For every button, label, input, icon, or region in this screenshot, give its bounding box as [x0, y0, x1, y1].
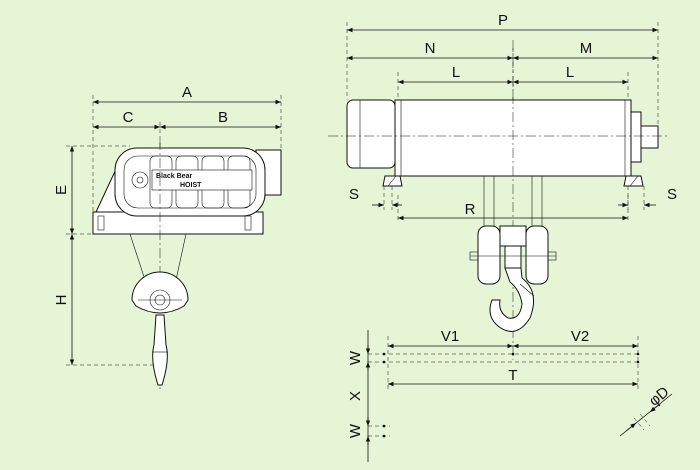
dim-label-l-left: L	[452, 64, 460, 81]
dim-label-v1: V1	[441, 328, 459, 345]
dim-label-c: C	[123, 109, 134, 126]
dim-label-x: X	[347, 391, 364, 401]
dim-label-s-right: S	[667, 186, 677, 203]
hook-block-side	[131, 271, 189, 314]
dim-label-l-right: L	[566, 64, 574, 81]
hook-block-center	[499, 225, 527, 247]
gearbox	[630, 111, 642, 163]
hook-side	[152, 314, 168, 386]
dim-label-t: T	[508, 367, 517, 384]
dim-label-w-bottom: W	[347, 423, 364, 438]
hook-front	[489, 267, 535, 332]
dim-label-e: E	[53, 185, 70, 195]
rail-detail: V1 V2 T W X W φD	[347, 328, 673, 462]
sheave-right	[525, 225, 549, 285]
dim-label-b: B	[218, 109, 228, 126]
motor	[346, 99, 396, 169]
nameplate-line2: HOIST	[180, 182, 202, 189]
front-view: P N M L L S	[328, 12, 677, 360]
dim-label-s-left: S	[349, 186, 359, 203]
output-shaft	[640, 125, 659, 149]
nameplate	[151, 169, 253, 191]
nameplate-line1: Black Bear	[156, 173, 192, 180]
side-view: A C B E H Black Bear HOIST	[53, 84, 282, 390]
dim-label-v2: V2	[571, 328, 589, 345]
dim-label-r: R	[465, 201, 476, 218]
dim-label-a: A	[182, 84, 192, 101]
dim-label-h: H	[53, 295, 70, 306]
dim-label-m: M	[580, 40, 593, 57]
dim-label-p: P	[498, 12, 508, 29]
dim-label-phi-d: φD	[646, 383, 673, 409]
dim-label-n: N	[425, 40, 436, 57]
dim-label-w-top: W	[347, 350, 364, 365]
sheave-left	[477, 225, 501, 285]
